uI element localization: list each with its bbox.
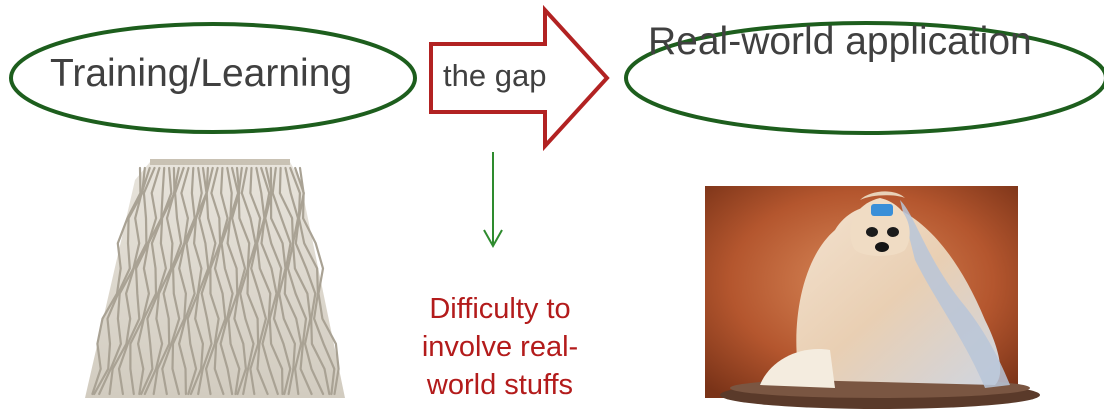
mop-strand	[240, 166, 260, 396]
mop-strand	[129, 166, 166, 396]
training-ellipse	[9, 22, 417, 134]
mop-strand	[204, 166, 222, 396]
gap-label: the gap	[443, 58, 547, 93]
mop-strand	[143, 166, 180, 396]
mop-strand	[152, 166, 185, 396]
mop-strand	[93, 166, 146, 396]
mop-strand	[271, 166, 303, 396]
difficulty-text: Difficulty to involve real- world stuffs	[395, 290, 605, 404]
difficulty-line: world stuffs	[426, 369, 574, 401]
shih-tzu-dog-image	[705, 186, 1040, 409]
mop-head-image	[85, 159, 345, 398]
mop-strand	[230, 166, 248, 396]
mop-strand	[237, 166, 255, 396]
mop-strand	[219, 166, 234, 396]
mop-strand	[91, 166, 142, 396]
mop-strand	[284, 166, 325, 396]
difficulty-line: involve real-	[421, 331, 579, 363]
mop-strand	[171, 166, 196, 396]
mop-strand	[189, 166, 210, 396]
mop-strand	[161, 166, 190, 396]
mop-strand	[260, 166, 284, 396]
mop-strand	[186, 166, 208, 396]
mop-strand	[213, 166, 229, 396]
mop-strand	[98, 166, 151, 396]
mop-strand	[298, 166, 340, 396]
mop-strand	[117, 166, 161, 396]
difficulty-line: Difficulty to	[429, 293, 571, 325]
down-arrow-icon	[483, 152, 503, 249]
application-ellipse	[624, 21, 1104, 135]
application-label: Real-world application	[648, 20, 1032, 63]
mop-strand	[289, 166, 331, 396]
mop-strand	[255, 166, 279, 396]
mop-strand	[226, 166, 241, 396]
mop-strand	[278, 166, 313, 396]
mop-strand	[136, 166, 173, 396]
gap-arrow	[429, 4, 610, 152]
mop-strand	[269, 166, 297, 396]
mop-strand	[177, 166, 203, 396]
mop-strand	[140, 166, 176, 396]
mop-strand	[108, 166, 156, 396]
mop-strand	[197, 166, 217, 396]
mop-strand	[249, 166, 269, 396]
mop-strand	[264, 166, 292, 396]
training-label: Training/Learning	[50, 52, 353, 95]
mop-strand	[294, 166, 336, 396]
